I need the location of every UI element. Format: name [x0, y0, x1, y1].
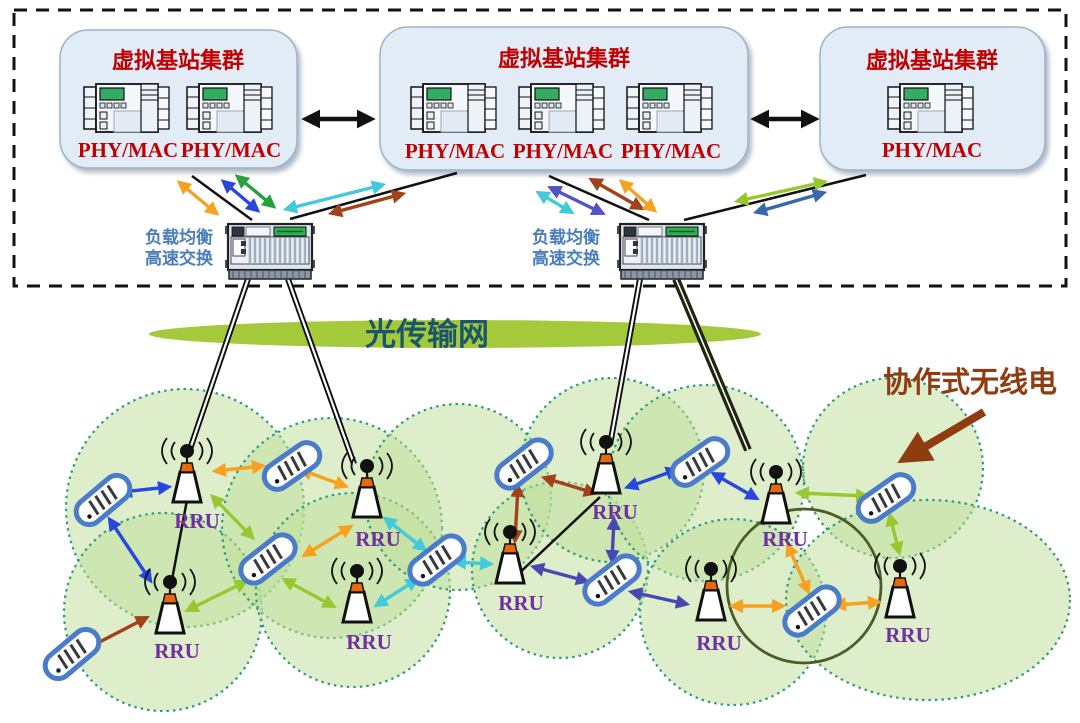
server-icon — [887, 83, 974, 133]
virtual-bs-cluster-2: 虚拟基站集群 PHY/MAC PHY/MAC PHY/MAC — [379, 26, 749, 171]
cluster-title: 虚拟基站集群 — [112, 48, 244, 73]
phy-mac-label: PHY/MAC — [513, 139, 613, 163]
rru-label: RRU — [174, 509, 220, 533]
switch-label-line2: 高速交换 — [145, 248, 214, 268]
x2-links — [169, 496, 601, 586]
rru-label: RRU — [885, 623, 931, 647]
cluster-title: 虚拟基站集群 — [866, 48, 998, 73]
cluster-title: 虚拟基站集群 — [498, 46, 630, 71]
phy-mac-label: PHY/MAC — [621, 139, 721, 163]
rru-label: RRU — [346, 630, 392, 654]
phy-mac-label: PHY/MAC — [405, 139, 505, 163]
switch-icon — [615, 222, 709, 281]
cell-coverage-ellipse — [784, 498, 1072, 702]
server-icon — [410, 83, 497, 133]
phy-mac-label: PHY/MAC — [882, 138, 982, 162]
rru-label: RRU — [592, 500, 638, 524]
rru-label: RRU — [154, 639, 200, 663]
rru-label: RRU — [498, 591, 544, 615]
switch-icon — [223, 222, 317, 281]
cooperation-cluster-circle — [725, 507, 883, 665]
rru-label: RRU — [696, 631, 742, 655]
fiber-links — [186, 277, 752, 466]
server-icon — [518, 83, 605, 133]
cooperative-radio-label: 协作式无线电 — [883, 366, 1057, 399]
virtual-bs-cluster-3: 虚拟基站集群 PHY/MAC — [819, 26, 1046, 171]
bbu-pool-boundary — [12, 8, 1068, 288]
phy-mac-label: PHY/MAC — [181, 138, 281, 162]
switch-label-line1: 负载均衡 — [145, 227, 213, 247]
phy-mac-label: PHY/MAC — [78, 138, 178, 162]
virtual-bs-cluster-1: 虚拟基站集群 PHY/MAC PHY/MAC — [59, 29, 298, 169]
coverage-cells — [62, 376, 1072, 713]
server-icon — [186, 83, 273, 133]
server-icon — [626, 83, 713, 133]
optical-network-label: 光传输网 — [365, 317, 489, 352]
server-icon — [83, 83, 170, 133]
cooperative-radio-arrow — [897, 408, 987, 464]
traffic-arrows-top — [176, 174, 829, 218]
switch-label-line1: 负载均衡 — [532, 227, 600, 247]
rru-label: RRU — [355, 527, 401, 551]
switch-label-line2: 高速交换 — [532, 248, 601, 268]
rru-label: RRU — [762, 527, 808, 551]
